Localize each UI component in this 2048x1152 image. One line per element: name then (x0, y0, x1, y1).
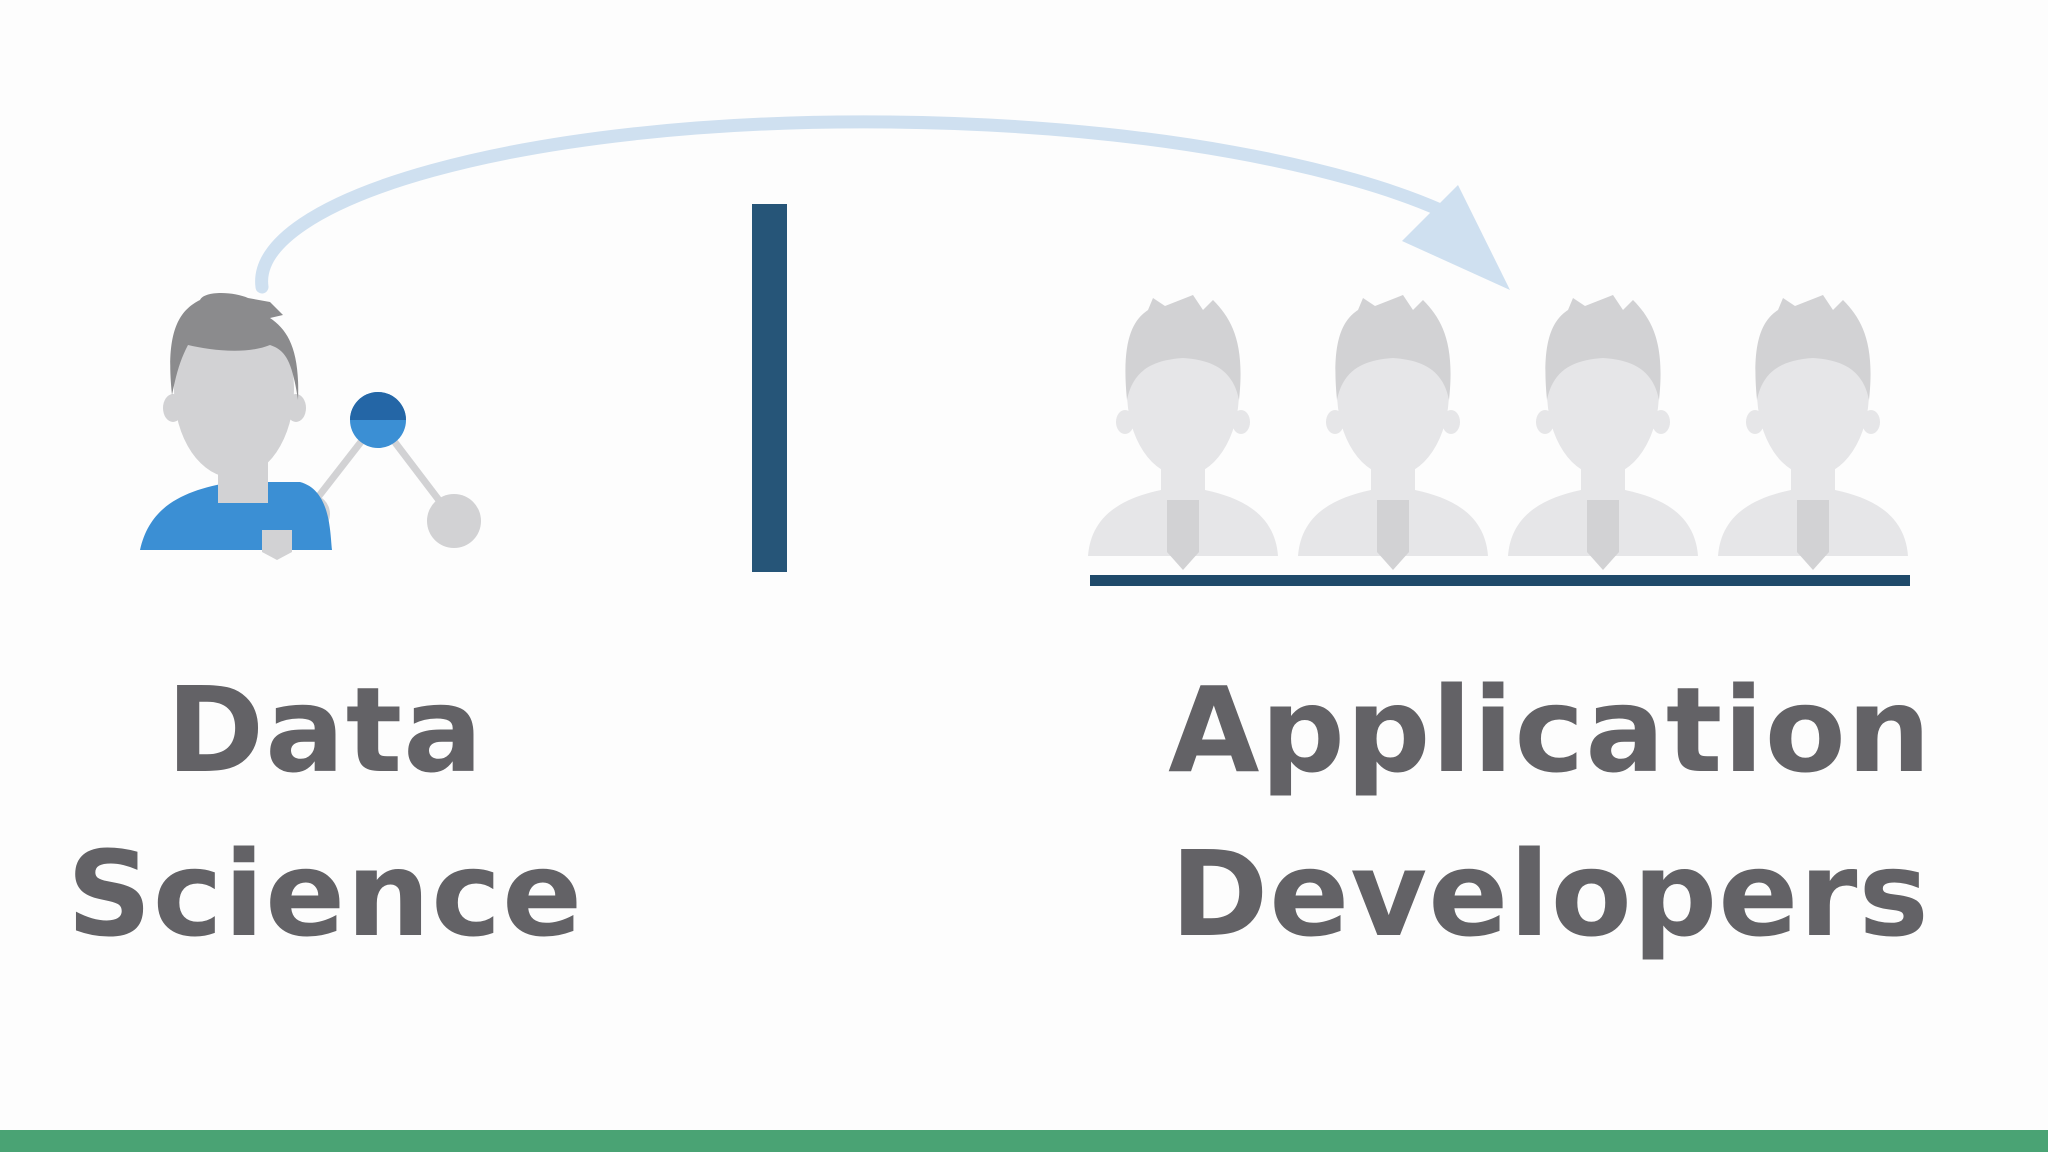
data-science-label: Data Science (40, 648, 610, 976)
curved-arrow-icon (255, 115, 1510, 294)
team-underline (1090, 575, 1910, 586)
developer-icon (1508, 295, 1698, 570)
vertical-divider (752, 204, 787, 572)
data-scientist-icon (140, 293, 481, 560)
developer-icon (1298, 295, 1488, 570)
application-developers-label: Application Developers (1130, 648, 1970, 976)
bottom-accent-bar (0, 1130, 2048, 1152)
application-developers-label-line2: Developers (1170, 825, 1930, 963)
developer-icon (1718, 295, 1908, 570)
developer-icon (1088, 295, 1278, 570)
developers-group-icon (1088, 295, 1908, 570)
data-science-label-line2: Science (66, 825, 584, 963)
data-science-label-line1: Data (166, 661, 484, 799)
application-developers-label-line1: Application (1168, 661, 1932, 799)
